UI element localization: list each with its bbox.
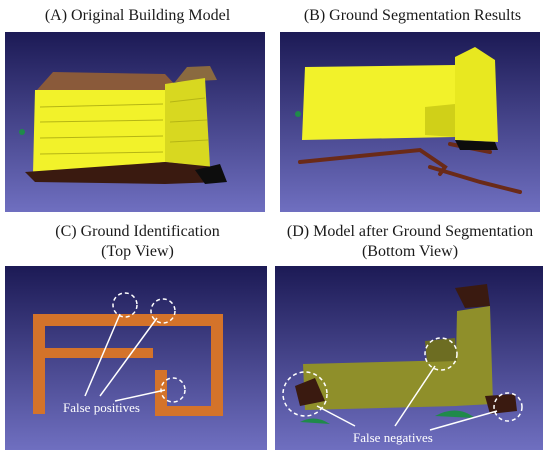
annotation-arrow bbox=[114, 389, 166, 402]
false-positive-marker bbox=[160, 377, 186, 403]
building-model bbox=[19, 66, 227, 184]
false-negative-marker bbox=[493, 392, 523, 422]
annotation-arrow bbox=[316, 405, 356, 427]
panel-a-image bbox=[5, 32, 265, 212]
panel-a-title: (A) Original Building Model bbox=[44, 7, 231, 24]
panel-c-title-line2: (Top View) bbox=[101, 243, 174, 260]
false-positives-label: False positives bbox=[63, 400, 140, 415]
annotation-arrow bbox=[429, 410, 498, 431]
building-bottom-view bbox=[295, 284, 517, 424]
annotation-arrow bbox=[84, 313, 121, 397]
panel-b-image bbox=[280, 32, 540, 212]
panel-d-title-line2: (Bottom View) bbox=[361, 243, 459, 260]
panel-d-title-line1: (D) Model after Ground Segmentation bbox=[286, 223, 534, 240]
annotation-arrow bbox=[99, 317, 158, 397]
panel-c-image: False positives bbox=[5, 266, 267, 450]
ground-points bbox=[298, 140, 522, 194]
panel-b-title: (B) Ground Segmentation Results bbox=[303, 7, 522, 24]
false-negative-marker bbox=[282, 371, 328, 417]
segmented-building bbox=[295, 47, 498, 142]
false-positive-marker bbox=[150, 298, 176, 324]
false-positive-marker bbox=[112, 292, 138, 318]
panel-d-image: False negatives bbox=[275, 266, 543, 450]
panel-c-title-line1: (C) Ground Identification bbox=[55, 223, 220, 240]
ground-outline bbox=[33, 314, 223, 416]
false-negatives-label: False negatives bbox=[353, 430, 433, 445]
false-negative-marker bbox=[424, 337, 458, 371]
annotation-arrow bbox=[394, 365, 436, 427]
